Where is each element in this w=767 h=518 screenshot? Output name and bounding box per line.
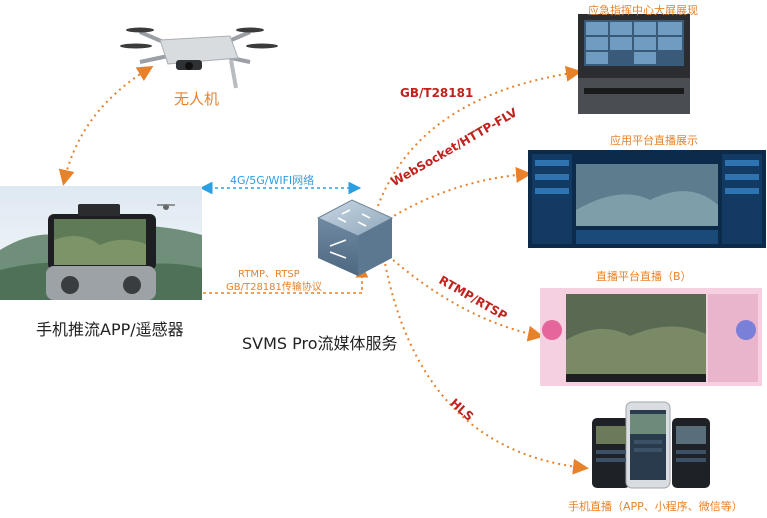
drone-image: [120, 27, 278, 89]
app-platform-image: [528, 150, 766, 248]
gb28181-link-label: GB/T28181: [400, 86, 474, 100]
network-link-label: 4G/5G/WIFI网络: [230, 174, 315, 187]
command-center-label: 应急指挥中心大屏展现: [588, 4, 698, 17]
push-link: [203, 264, 369, 294]
live-platform-image: [540, 288, 762, 386]
live-platform-label: 直播平台直播（B）: [596, 270, 692, 283]
app-platform-label: 应用平台直播展示: [610, 134, 698, 147]
drone-controller-link: [58, 65, 154, 186]
controller-label: 手机推流APP/遥感器: [36, 320, 184, 339]
server-icon: [316, 199, 394, 276]
hls-link: [383, 257, 589, 475]
mobile-label: 手机直播（APP、小程序、微信等）: [568, 500, 743, 513]
command-center-image: [578, 14, 690, 114]
drone-label: 无人机: [174, 90, 220, 108]
push-protocol-line1: RTMP、RTSP: [238, 269, 300, 280]
gb28181-link: [377, 65, 582, 207]
server-label: SVMS Pro流媒体服务: [242, 334, 398, 353]
push-protocol-line2: GB/T28181传输协议: [226, 282, 322, 293]
mobile-image: [592, 401, 710, 489]
controller-image: [0, 186, 202, 300]
